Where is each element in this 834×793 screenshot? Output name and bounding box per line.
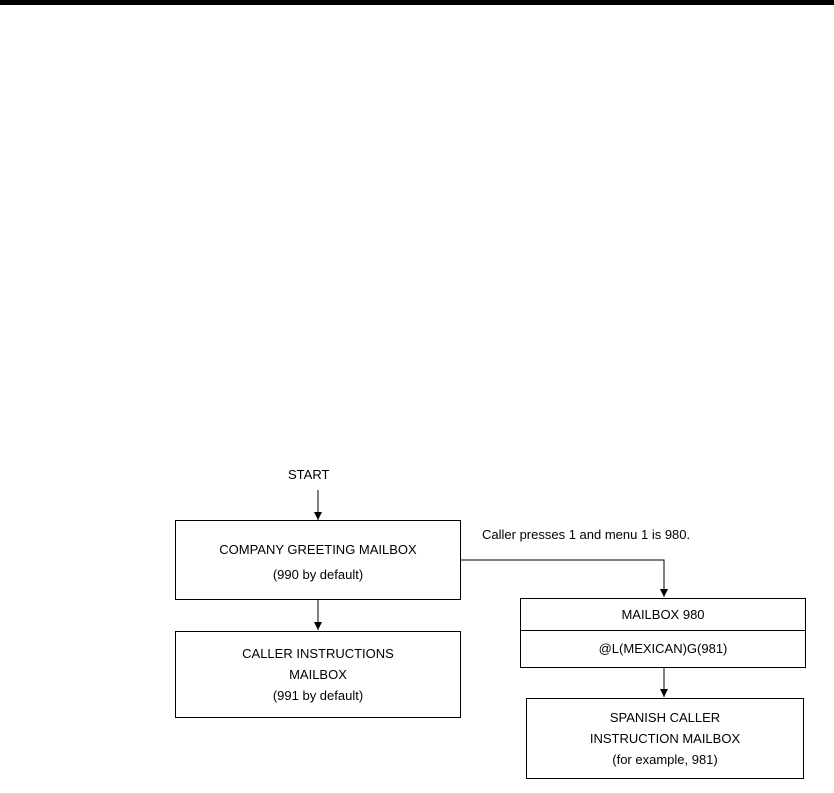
company-greeting-mailbox-box: COMPANY GREETING MAILBOX (990 by default…: [175, 520, 461, 600]
edge-label-menu-choice: Caller presses 1 and menu 1 is 980.: [482, 527, 691, 542]
spanish-instruction-title: SPANISH CALLER: [609, 710, 721, 725]
spanish-instruction-mailbox-box: SPANISH CALLER INSTRUCTION MAILBOX (for …: [526, 698, 804, 779]
company-greeting-default: (990 by default): [272, 567, 364, 582]
mailbox-980-box: MAILBOX 980 @L(MEXICAN)G(981): [520, 598, 806, 668]
company-greeting-title: COMPANY GREETING MAILBOX: [219, 542, 417, 557]
mailbox-980-divider: [521, 630, 805, 631]
mailbox-980-header: MAILBOX 980: [621, 607, 705, 622]
arrow-company-greeting-to-mailbox-980: [460, 559, 668, 597]
spanish-instruction-example: (for example, 981): [612, 752, 718, 767]
caller-instructions-subtitle: MAILBOX: [289, 667, 347, 682]
spanish-instruction-subtitle: INSTRUCTION MAILBOX: [589, 731, 741, 746]
mailbox-980-command: @L(MEXICAN)G(981): [598, 641, 728, 656]
caller-instructions-default: (991 by default): [272, 688, 364, 703]
top-rule: [0, 0, 834, 5]
caller-instructions-title: CALLER INSTRUCTIONS: [242, 646, 394, 661]
start-label: START: [288, 467, 330, 482]
caller-instructions-mailbox-box: CALLER INSTRUCTIONS MAILBOX (991 by defa…: [175, 631, 461, 718]
